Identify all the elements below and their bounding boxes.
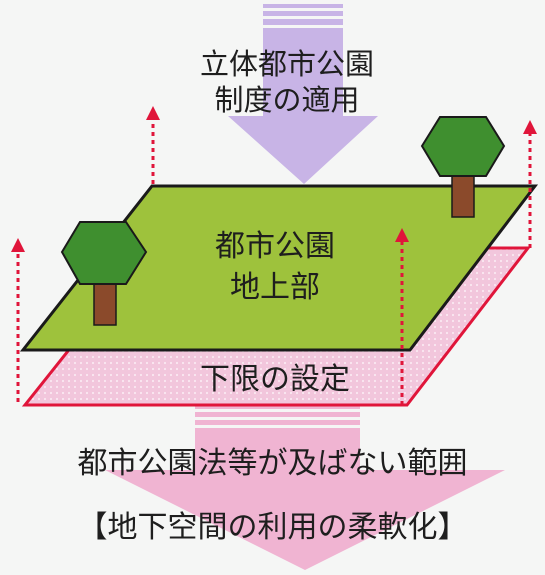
height-marker-left	[11, 238, 25, 402]
lower-limit-label: 下限の設定	[200, 362, 350, 397]
top-label: 立体都市公園 制度の適用	[172, 46, 402, 118]
park-label-line2: 地上部	[230, 270, 320, 305]
tree-left	[60, 221, 148, 326]
bottom-label-line2: 【地下空間の利用の柔軟化】	[77, 510, 468, 545]
park-label: 都市公園 地上部	[175, 226, 375, 308]
park-surface	[19, 184, 539, 352]
top-label-line2: 制度の適用	[214, 83, 360, 117]
bottom-label-line1: 都市公園法等が及ばない範囲	[77, 446, 468, 481]
top-label-line1: 立体都市公園	[199, 47, 374, 81]
height-marker-front	[395, 228, 409, 405]
height-marker-back-left	[146, 106, 160, 184]
tree-right	[420, 116, 506, 218]
top-arrow	[228, 4, 378, 184]
bottom-arrow	[105, 405, 505, 570]
park-label-line1: 都市公園	[215, 229, 335, 264]
height-marker-right	[523, 120, 537, 248]
